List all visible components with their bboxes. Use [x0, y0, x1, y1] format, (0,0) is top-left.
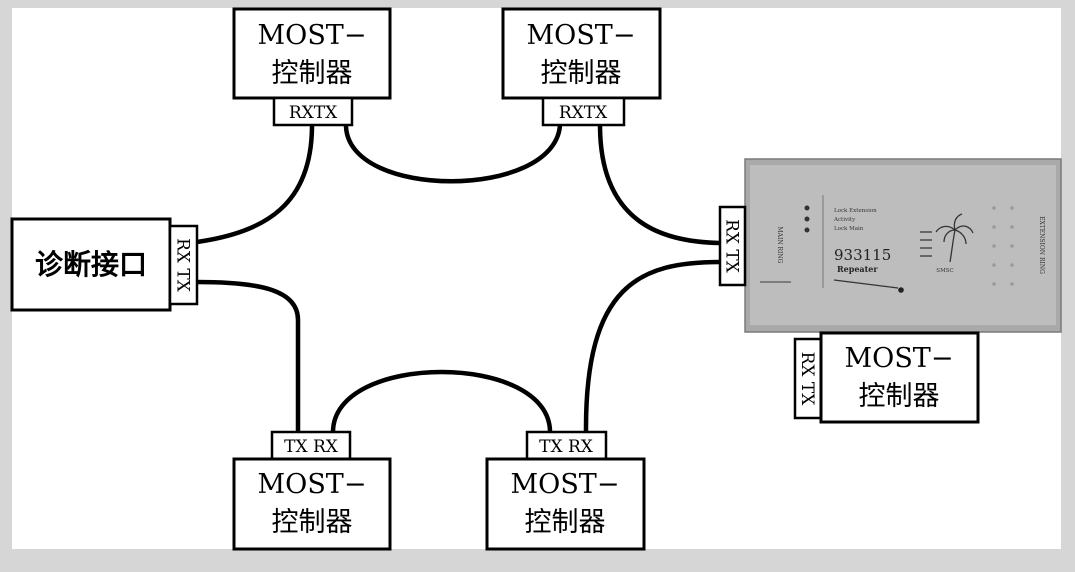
controller-box: [485, 457, 646, 551]
repeater-status-line: Activity: [833, 217, 856, 223]
controller-name: MOST−: [845, 343, 954, 374]
repeater-led-icon: [804, 205, 810, 211]
controller-port-box: [541, 96, 626, 127]
repeater-port-box: [718, 205, 747, 287]
repeater-display-number: 933115: [834, 246, 891, 264]
repeater-display-label: Repeater: [837, 264, 878, 274]
wire-top-left-to-top-right: [343, 122, 563, 184]
repeater-device: MAIN RING EXTENSION RING Lock Extension …: [718, 158, 1062, 333]
controller-type: 控制器: [541, 58, 622, 89]
controller-port-label: TX RX: [539, 437, 594, 457]
diagnostic-interface-label: 诊断接口: [35, 248, 147, 281]
palm-logo-icon: [920, 213, 974, 263]
controller-port-box: [270, 430, 352, 461]
controller-name: MOST−: [511, 469, 620, 500]
repeater-status-line: Lock Extension: [834, 208, 877, 214]
wire-bottom-right-to-bottom-left: [330, 369, 553, 435]
controller-port-label: RXTX: [289, 103, 338, 123]
wire-repeater-to-bottom-right: [583, 259, 723, 435]
controller-bottom-right: TX RX MOST− 控制器: [485, 430, 646, 551]
controller-name: MOST−: [527, 20, 636, 51]
controller-top-right: MOST− 控制器 RXTX: [501, 7, 662, 127]
controller-name: MOST−: [258, 20, 367, 51]
controller-box: [819, 331, 980, 424]
controller-right: RX TX MOST− 控制器: [793, 331, 980, 424]
controller-top-left: MOST− 控制器 RXTX: [232, 7, 392, 127]
controller-port-box: [793, 337, 823, 420]
repeater-right-label: EXTENSION RING: [1038, 216, 1045, 274]
controller-port-label: RX TX: [797, 352, 817, 407]
controller-port-label: RXTX: [559, 103, 608, 123]
diagnostic-port-box: [168, 224, 199, 306]
repeater-led-icon: [804, 227, 810, 233]
diagnostic-interface: 诊断接口 RX TX: [10, 217, 199, 312]
wire-bottom-left-to-diag: [194, 279, 301, 435]
repeater-status-line: Lock Main: [834, 226, 864, 232]
controller-type: 控制器: [272, 58, 353, 89]
controller-box: [232, 457, 392, 551]
wire-diag-to-top-left: [194, 122, 315, 245]
controller-box: [501, 7, 662, 100]
wire-top-right-to-repeater: [597, 122, 723, 246]
repeater-port-label: RX TX: [722, 219, 742, 274]
repeater-led-icon: [804, 216, 810, 222]
controller-port-label: TX RX: [284, 437, 339, 457]
diagnostic-port-label: RX TX: [173, 238, 193, 293]
repeater-screw-dots: [992, 206, 1014, 286]
controller-type: 控制器: [272, 507, 353, 538]
controller-port-box: [525, 430, 608, 461]
repeater-arrow-dot: [898, 287, 904, 293]
controller-type: 控制器: [525, 507, 606, 538]
controller-name: MOST−: [258, 469, 367, 500]
ring-wires: [194, 122, 723, 435]
controller-port-box: [272, 96, 354, 127]
controller-bottom-left: TX RX MOST− 控制器: [232, 430, 392, 551]
repeater-left-label: MAIN RING: [776, 227, 783, 264]
repeater-brand: SMSC: [936, 268, 953, 274]
repeater-arrow-line: [833, 279, 899, 289]
controller-type: 控制器: [859, 381, 940, 412]
repeater-face: [750, 165, 1056, 325]
